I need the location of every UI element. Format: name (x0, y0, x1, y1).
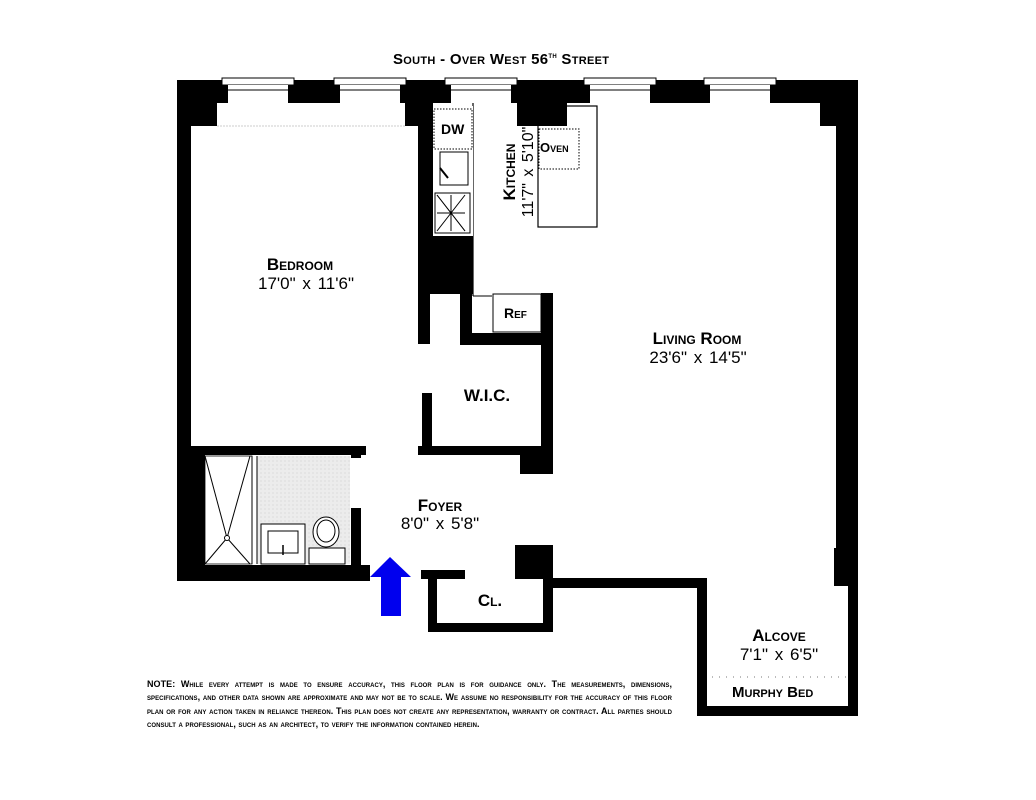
kitchen-dimensions: 11'7" x 5'10" (520, 126, 537, 218)
foyer-dimensions: 8'0" x 5'8" (400, 514, 480, 533)
oven (538, 128, 580, 170)
window-recesses (217, 103, 820, 126)
wic-label: W.I.C. (463, 386, 511, 405)
window (703, 77, 777, 103)
alcove-label: Alcove (752, 626, 806, 645)
windows (221, 77, 777, 103)
window (444, 77, 518, 103)
refrigerator (492, 293, 542, 333)
kitchen-label: Kitchen (500, 143, 519, 201)
refrigerator-label: Ref (504, 305, 527, 321)
bathroom (204, 455, 351, 565)
interior-walls (177, 100, 858, 716)
window (333, 77, 407, 103)
closet-label: Cl. (477, 591, 503, 610)
stove-icon (434, 192, 471, 234)
living-room-label: Living Room (652, 329, 742, 348)
bath-sink-icon (260, 523, 306, 565)
bedroom-label: Bedroom (266, 255, 334, 274)
window (583, 77, 657, 103)
murphy-bed-label: Murphy Bed (732, 684, 814, 701)
entry-arrow-icon (370, 557, 411, 616)
kitchen-island (537, 105, 598, 228)
shower-icon (204, 455, 258, 565)
disclaimer-note: NOTE: While every attempt is made to ens… (147, 679, 672, 730)
dishwasher (433, 108, 473, 150)
living-room-dimensions: 23'6" x 14'5" (649, 348, 747, 367)
sink-icon (439, 151, 469, 186)
alcove-dimensions: 7'1" x 6'5" (739, 645, 819, 664)
toilet-icon (308, 516, 346, 565)
dishwasher-label: DW (441, 121, 465, 137)
bedroom-dimensions: 17'0" x 11'6" (258, 274, 354, 293)
window (221, 77, 295, 103)
oven-label: Oven (540, 140, 569, 155)
kitchen-label-group: Kitchen 11'7" x 5'10" (500, 112, 538, 232)
kitchen-fixtures (433, 103, 598, 333)
orientation-label: South - Over West 56th Street (393, 51, 610, 68)
foyer-label: Foyer (417, 496, 463, 515)
